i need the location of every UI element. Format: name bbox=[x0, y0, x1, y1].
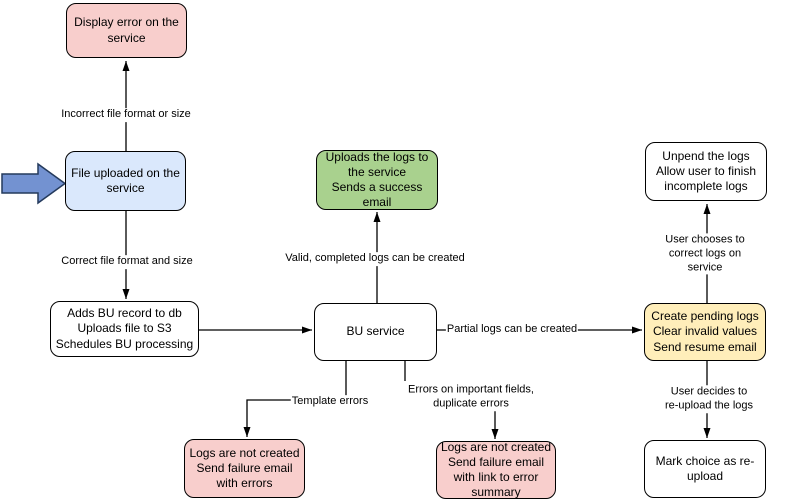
node-logs-not-created-errors: Logs are not created Send failure email … bbox=[184, 439, 305, 498]
node-display-error: Display error on the service bbox=[66, 3, 187, 58]
node-mark-choice-reupload: Mark choice as re- upload bbox=[644, 440, 766, 498]
start-arrow-icon bbox=[1, 162, 67, 205]
node-file-uploaded: File uploaded on the service bbox=[65, 151, 186, 211]
edge-label-partial-logs: Partial logs can be created bbox=[445, 323, 579, 337]
edge-label-incorrect-file-format: Incorrect file format or size bbox=[60, 108, 192, 122]
node-bu-service: BU service bbox=[314, 303, 437, 361]
edge-label-correct-file-format: Correct file format and size bbox=[60, 255, 194, 269]
node-uploads-logs-success: Uploads the logs to the service Sends a … bbox=[316, 150, 438, 210]
edge-label-valid-completed-logs: Valid, completed logs can be created bbox=[284, 252, 466, 266]
node-create-pending-logs: Create pending logs Clear invalid values… bbox=[644, 303, 766, 361]
edge-label-user-decides-reupload: User decides to re-upload the logs bbox=[663, 385, 755, 413]
edge-label-important-fields-errors: Errors on important fields, duplicate er… bbox=[407, 383, 535, 411]
edge-label-template-errors: Template errors bbox=[290, 395, 370, 409]
edge-label-user-chooses-correct: User chooses to correct logs on service bbox=[657, 233, 753, 275]
node-logs-not-created-summary: Logs are not created Send failure email … bbox=[436, 440, 556, 499]
node-adds-bu-record: Adds BU record to db Uploads file to S3 … bbox=[50, 301, 199, 357]
node-unpend-logs: Unpend the logs Allow user to finish inc… bbox=[645, 142, 767, 201]
